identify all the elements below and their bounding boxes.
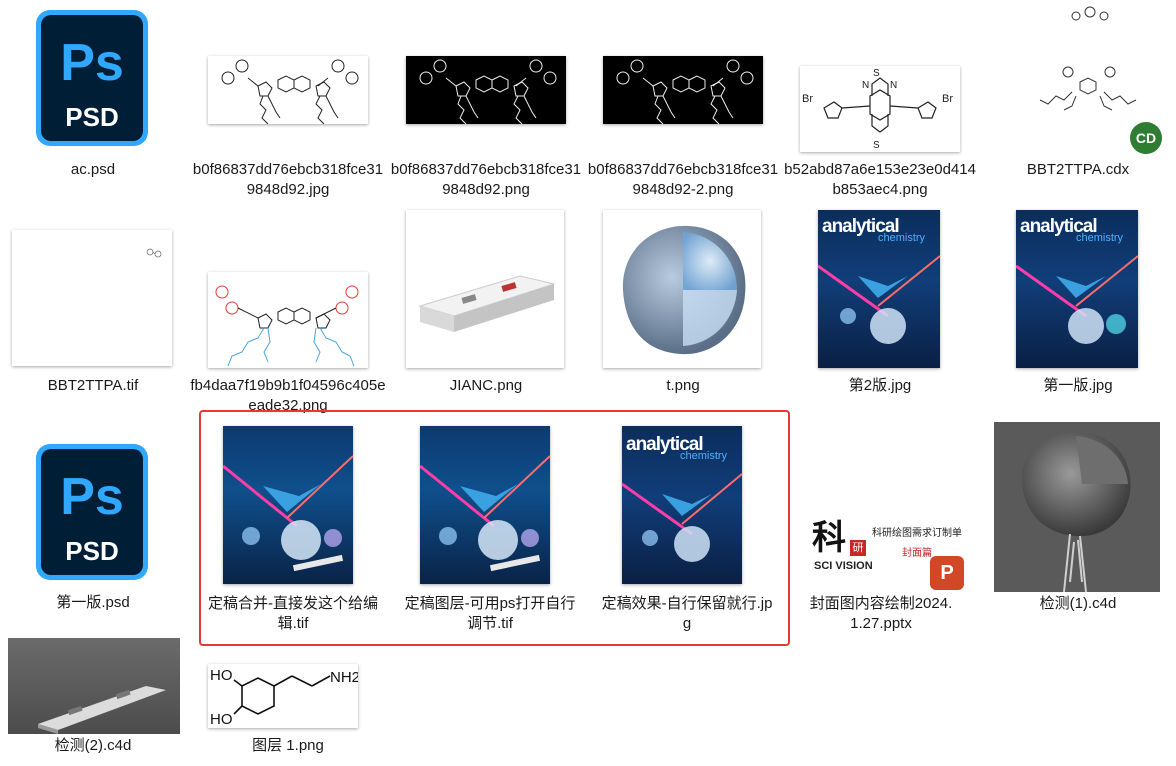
file-b0f-jpg[interactable]: b0f86837dd76ebcb318fce319848d92.jpg — [190, 56, 386, 200]
svg-text:Br: Br — [942, 93, 953, 105]
file-tuceng1-png[interactable]: HO HO NH2 图层 1.png — [190, 664, 386, 766]
file-jiance2-c4d[interactable]: 检测(2).c4d — [0, 638, 186, 766]
file-dinggao-xiaoguo-jpg[interactable]: analytical chemistry 定稿效果-自行保留就行.jpg — [594, 426, 780, 636]
file-t-png[interactable]: t.png — [585, 210, 781, 400]
file-name: 检测(2).c4d — [54, 737, 132, 754]
cover-art-thumbnail — [223, 426, 353, 584]
file-b0f-png[interactable]: b0f86837dd76ebcb318fce319848d92.png — [388, 56, 584, 200]
file-name: 第2版.jpg — [848, 377, 912, 394]
file-name: 定稿效果-自行保留就行.jpg — [601, 595, 773, 632]
file-fb4-png[interactable]: fb4daa7f19b9b1f04596c405eeade32.png — [190, 272, 386, 414]
3d-model-thumbnail — [8, 638, 180, 734]
svg-text:HO: HO — [210, 667, 233, 684]
presentation-thumbnail: 科 研 SCI VISION 科研绘图需求订制单 封面篇 P — [806, 500, 974, 590]
image-thumbnail — [406, 210, 564, 368]
file-name: JIANC.png — [449, 377, 523, 394]
molecule-thumbnail — [603, 56, 763, 124]
svg-text:N: N — [890, 80, 897, 91]
file-diyiban-jpg[interactable]: analytical chemistry 第一版.jpg — [980, 210, 1176, 400]
file-fengmian-pptx[interactable]: 科 研 SCI VISION 科研绘图需求订制单 封面篇 P 封面图内容绘制20… — [790, 500, 986, 636]
file-name: b52abd87a6e153e23e0d414b853aec4.png — [784, 161, 976, 198]
file-b52-png[interactable]: S N N S Br Br b52abd87a6e153e23e0d414b85… — [782, 66, 978, 200]
molecule-thumbnail — [406, 56, 566, 124]
file-bbt2ttpa-tif[interactable]: BBT2TTPA.tif — [0, 230, 186, 400]
molecule-thumbnail: S N N S Br Br — [800, 66, 960, 152]
powerpoint-icon: P — [930, 556, 964, 590]
image-thumbnail — [12, 230, 172, 366]
molecule-thumbnail — [1028, 2, 1148, 118]
file-name: 定稿图层-可用ps打开自行调节.tif — [404, 595, 576, 632]
svg-text:Ps: Ps — [60, 34, 124, 92]
journal-cover-thumbnail: analytical chemistry — [1016, 210, 1138, 368]
molecule-thumbnail — [208, 272, 368, 368]
journal-cover-thumbnail: analytical chemistry — [818, 210, 940, 368]
svg-text:S: S — [873, 68, 880, 79]
file-name: BBT2TTPA.cdx — [1026, 161, 1130, 178]
file-name: b0f86837dd76ebcb318fce319848d92.jpg — [192, 161, 384, 198]
svg-text:N: N — [862, 80, 869, 91]
svg-text:NH2: NH2 — [330, 669, 358, 686]
file-name: fb4daa7f19b9b1f04596c405eeade32.png — [190, 377, 386, 414]
file-name: 检测(1).c4d — [1039, 595, 1117, 612]
molecule-thumbnail — [208, 56, 368, 124]
svg-text:PSD: PSD — [65, 102, 118, 132]
photoshop-file-icon: Ps PSD — [34, 442, 150, 582]
file-name: 第一版.psd — [56, 594, 130, 611]
file-bbt2ttpa-cdx[interactable]: CD BBT2TTPA.cdx — [980, 0, 1176, 190]
file-name: 第一版.jpg — [1043, 377, 1113, 394]
file-jiance1-c4d[interactable]: 检测(1).c4d — [980, 422, 1176, 618]
file-name: BBT2TTPA.tif — [47, 377, 139, 394]
image-thumbnail — [603, 210, 761, 368]
3d-model-thumbnail — [994, 422, 1160, 592]
chemdraw-badge-icon: CD — [1130, 122, 1162, 154]
svg-text:Ps: Ps — [60, 468, 124, 526]
file-name: 图层 1.png — [252, 737, 324, 754]
selection-highlight-box — [199, 410, 790, 646]
file-b0f-2-png[interactable]: b0f86837dd76ebcb318fce319848d92-2.png — [585, 56, 781, 200]
svg-text:HO: HO — [210, 711, 233, 728]
file-dinggao-hebing-tif[interactable]: 定稿合并-直接发这个给编辑.tif — [200, 426, 386, 636]
journal-cover-thumbnail: analytical chemistry — [622, 426, 742, 584]
file-name: b0f86837dd76ebcb318fce319848d92-2.png — [587, 161, 779, 198]
file-diyiban-psd[interactable]: Ps PSD 第一版.psd — [30, 442, 156, 618]
file-name: 定稿合并-直接发这个给编辑.tif — [208, 595, 378, 632]
file-dinggao-tuceng-tif[interactable]: 定稿图层-可用ps打开自行调节.tif — [397, 426, 583, 636]
file-ac-psd[interactable]: Ps PSD ac.psd — [30, 8, 156, 188]
file-name: t.png — [666, 377, 700, 394]
molecule-thumbnail: HO HO NH2 — [208, 664, 358, 728]
svg-text:Br: Br — [802, 93, 813, 105]
file-name: 封面图内容绘制2024.1.27.pptx — [809, 595, 953, 632]
file-name: b0f86837dd76ebcb318fce319848d92.png — [390, 161, 582, 198]
svg-text:PSD: PSD — [65, 536, 118, 566]
file-name: ac.psd — [70, 161, 116, 178]
file-jianc-png[interactable]: JIANC.png — [388, 210, 584, 400]
svg-text:S: S — [873, 140, 880, 151]
file-di2ban-jpg[interactable]: analytical chemistry 第2版.jpg — [782, 210, 978, 400]
cover-art-thumbnail — [420, 426, 550, 584]
photoshop-file-icon: Ps PSD — [34, 8, 150, 148]
